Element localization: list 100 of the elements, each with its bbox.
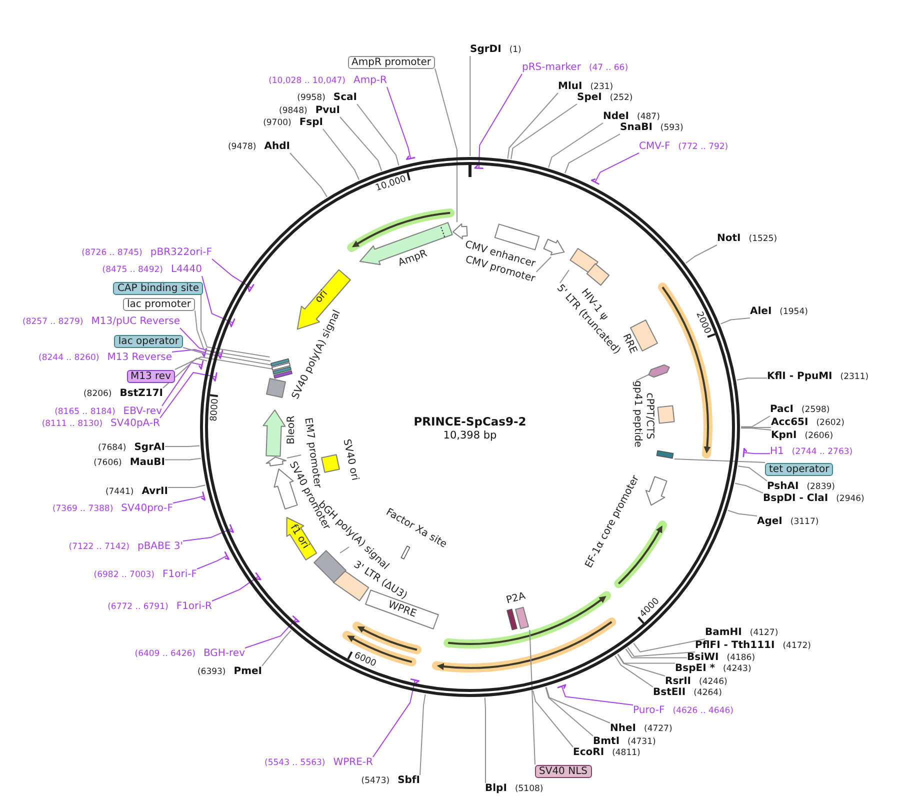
leader-line [322,128,360,180]
leader-line [720,318,750,324]
enzyme-name: PshAI [767,481,799,493]
leader-line [545,686,594,736]
cut-site-position: (2598) [801,404,830,416]
cut-site-position: (3117) [790,516,819,528]
feature-label: WPRE [386,599,418,621]
enzyme-name: FspI [299,117,323,129]
feature-box [568,247,600,275]
cut-site-position: (4264) [694,687,722,699]
primer-name: H1 [770,446,784,458]
cut-site-position: (2606) [804,430,834,442]
cut-site-position: (5108) [514,783,544,795]
cut-site-position: (5473) [361,775,390,787]
primer-name: pRS-marker [522,62,581,74]
leader-line [180,328,224,360]
cut-site-position: (231) [590,81,614,92]
primer-range: (6409 .. 6426) [134,648,196,660]
leader-line [160,372,218,418]
cut-site-position: (593) [660,122,684,134]
feature-label: SV40 ori [340,438,360,482]
feature-tag: M13 rev [126,370,175,382]
leader-line [196,551,230,570]
primer-range: (8257 .. 8279) [22,316,84,328]
leader-line [168,484,206,488]
enzyme-name: ScaI [333,92,357,104]
cut-site-position: (4127) [750,627,778,639]
feature-tag: lac operator [114,334,183,348]
enzyme-name: BspDI - ClaI [763,493,828,505]
cut-site-position: (6393) [197,666,226,678]
feature-tag: CAP binding site [113,282,203,294]
enzyme-name: AhdI [264,141,290,153]
primer-range: (2744 .. 2763) [792,446,853,458]
leader-line [546,686,610,724]
leader-line [194,310,272,362]
leader-line [627,646,696,657]
primer-name: pBABE 3' [137,541,183,553]
feature-tag: tet operator [765,462,834,476]
enzyme-name: BlpI [485,783,507,795]
leader-line [564,134,620,174]
tick-label: 2000 [694,310,713,336]
enzyme-name: AgeI [757,516,782,528]
enzyme-name: BspEI * [675,663,715,675]
cut-site-position: (1) [509,44,522,56]
leader-line [510,104,578,160]
leader-line [484,697,486,784]
leader-line [162,358,208,388]
leader-line [736,378,768,380]
primer-range: (8726 .. 8745) [82,247,142,259]
leader-line [734,482,764,494]
leader-line [420,694,426,776]
leader-line [290,152,328,198]
feature-bar [270,357,290,367]
leader-line [164,445,200,447]
feature-bar [272,369,294,379]
feature-label: RRE [620,332,639,356]
leader-line [636,374,650,382]
leader-line [738,466,768,482]
feature-bar [270,361,292,371]
primer-name: L4440 [170,264,202,276]
plasmid-name: PRINCE-SpCas9-2 [414,416,526,428]
primer-name: pBR322ori-F [150,247,212,259]
feature-label: f1 ori [286,522,311,552]
primer-range: (8475 .. 8492) [102,264,163,276]
primer-range: (8111 .. 8130) [42,418,103,430]
leader-line [617,654,666,676]
cut-site-position: (1954) [780,306,808,318]
cut-site-position: (4811) [612,747,640,759]
cut-site-position: (4727) [644,723,672,735]
primer-range: (47 .. 66) [588,62,628,74]
enzyme-name: SbfI [398,775,420,787]
cut-site-position: (7606) [94,457,122,469]
leader-line [434,68,458,223]
primer-range: (6982 .. 7003) [94,569,155,581]
enzyme-name: NdeI [603,111,630,122]
leader-line [590,152,640,185]
primer-range: (8244 .. 8260) [38,352,100,364]
leader-line [340,546,350,554]
cut-site-position: (1525) [748,233,778,245]
primer-name: EBV-rev [123,406,162,418]
leader-line [172,491,206,504]
leader-line [740,416,770,428]
enzyme-name: BstEII [653,687,686,699]
primer-name: BGH-rev [203,648,245,660]
leader-line [674,458,766,463]
primer-name: SV40pA-R [110,418,160,430]
feature-label: ori [313,288,331,306]
primer-range: (10,028 .. 10,047) [268,75,346,87]
enzyme-name: KpnI [771,430,797,442]
enzyme-name: RsrII [665,676,692,688]
leader-line [557,684,634,706]
leader-line [560,270,570,284]
enzyme-name: MauBI [130,457,165,469]
primer-name: WPRE-R [333,757,373,769]
feature-bar [272,365,292,375]
cut-site-position: (9958) [297,92,326,104]
enzyme-name: NotI [717,233,741,245]
cut-site-position: (9700) [263,117,292,129]
leader-line [633,638,706,652]
enzyme-name: MluI [558,81,582,92]
